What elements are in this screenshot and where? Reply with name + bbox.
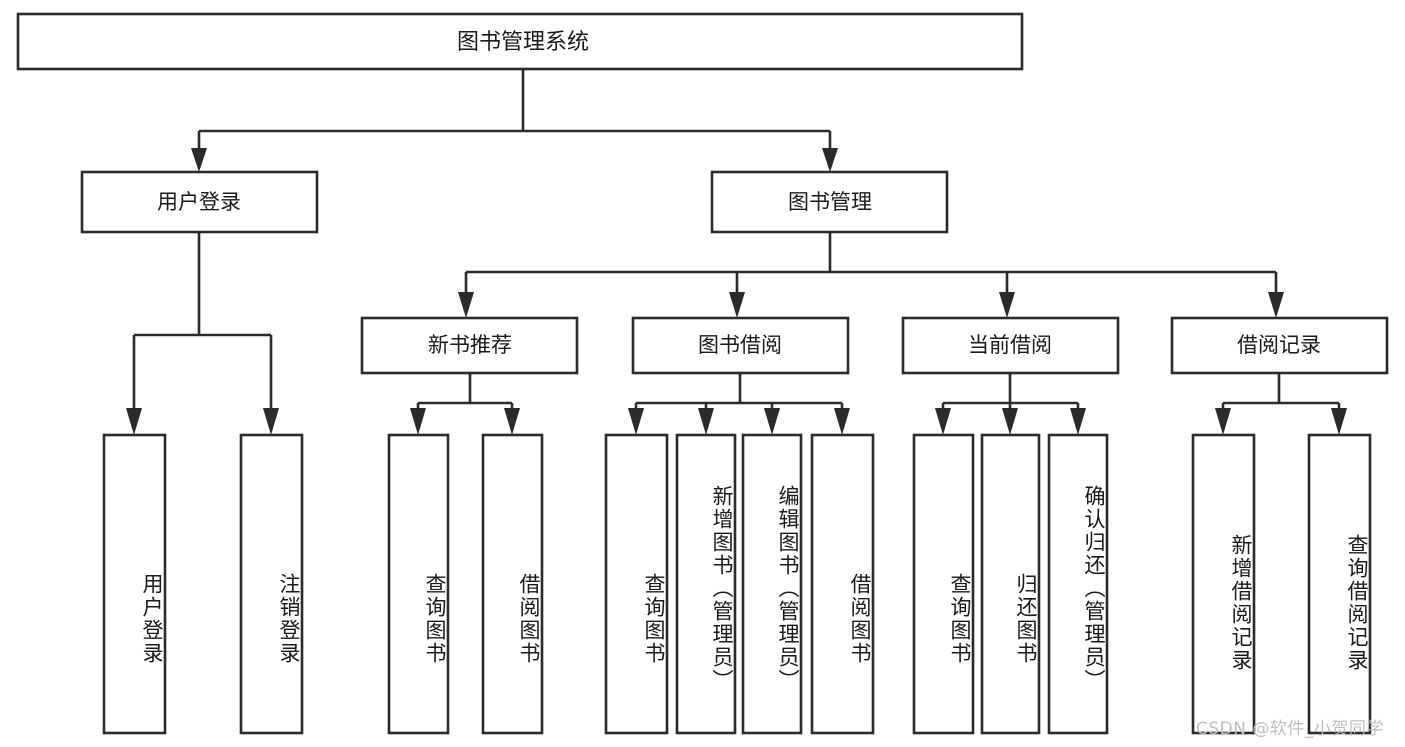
arrow-head-icon: [263, 408, 279, 435]
arrow-head-icon: [1002, 408, 1018, 435]
node-book-management[interactable]: 图书管理: [710, 170, 949, 234]
leaf-box-add-book-admin[interactable]: [675, 433, 737, 735]
leaf-node-boxes: [102, 433, 1372, 735]
node-label-user-login: 用户登录: [157, 190, 241, 214]
node-label-book-borrow: 图书借阅: [698, 333, 782, 357]
arrow-head-icon: [764, 408, 780, 435]
arrow-head-icon: [729, 292, 745, 318]
leaf-box-borrow-book[interactable]: [810, 433, 875, 735]
arrow-head-icon: [504, 408, 520, 435]
leaf-box-query-book-borrow[interactable]: [604, 433, 669, 735]
leaf-box-query-book-newbook[interactable]: [387, 433, 450, 735]
leaf-box-user-login[interactable]: [102, 433, 167, 735]
arrow-head-icon: [191, 148, 207, 172]
node-label-root: 图书管理系统: [457, 30, 589, 55]
node-borrow-record[interactable]: 借阅记录: [1170, 316, 1389, 375]
arrow-head-icon: [1215, 408, 1231, 435]
node-box-new-book-recommend[interactable]: [360, 316, 579, 375]
arrow-head-icon: [126, 408, 142, 435]
arrow-head-icon: [1268, 292, 1284, 318]
node-current-borrow[interactable]: 当前借阅: [901, 316, 1120, 375]
node-box-book-borrow[interactable]: [631, 316, 850, 375]
node-user-login[interactable]: 用户登录: [80, 170, 319, 234]
arrow-head-icon: [822, 148, 838, 172]
arrow-head-icon: [628, 408, 644, 435]
node-box-book-management[interactable]: [710, 170, 949, 234]
node-label-borrow-record: 借阅记录: [1237, 333, 1321, 357]
arrow-head-icon: [834, 408, 850, 435]
connector-lines: [126, 69, 1347, 435]
arrow-head-icon: [698, 408, 714, 435]
arrow-head-icon: [458, 292, 474, 318]
node-box-root[interactable]: [16, 12, 1024, 71]
arrow-head-icon: [1331, 408, 1347, 435]
node-box-user-login[interactable]: [80, 170, 319, 234]
leaf-box-query-borrow-record[interactable]: [1307, 433, 1372, 735]
leaf-box-confirm-return-admin[interactable]: [1047, 433, 1109, 735]
leaf-box-edit-book-admin[interactable]: [741, 433, 803, 735]
node-label-current-borrow: 当前借阅: [968, 333, 1052, 357]
node-label-new-book-recommend: 新书推荐: [428, 333, 512, 357]
arrow-head-icon: [410, 408, 426, 435]
leaf-box-logout[interactable]: [239, 433, 304, 735]
node-new-book-recommend[interactable]: 新书推荐: [360, 316, 579, 375]
leaf-box-query-book-current[interactable]: [912, 433, 975, 735]
node-book-borrow[interactable]: 图书借阅: [631, 316, 850, 375]
arrow-head-icon: [935, 408, 951, 435]
leaf-box-add-borrow-record[interactable]: [1191, 433, 1256, 735]
leaf-box-return-book[interactable]: [980, 433, 1041, 735]
node-box-current-borrow[interactable]: [901, 316, 1120, 375]
csdn-watermark: CSDN @软件_小贺同学: [1196, 719, 1384, 739]
arrow-head-icon: [1070, 408, 1086, 435]
node-box-borrow-record[interactable]: [1170, 316, 1389, 375]
node-label-book-management: 图书管理: [788, 190, 872, 214]
leaf-box-borrow-book-newbook[interactable]: [481, 433, 544, 735]
node-root-system[interactable]: 图书管理系统: [16, 12, 1024, 71]
arrow-head-icon: [999, 292, 1015, 318]
